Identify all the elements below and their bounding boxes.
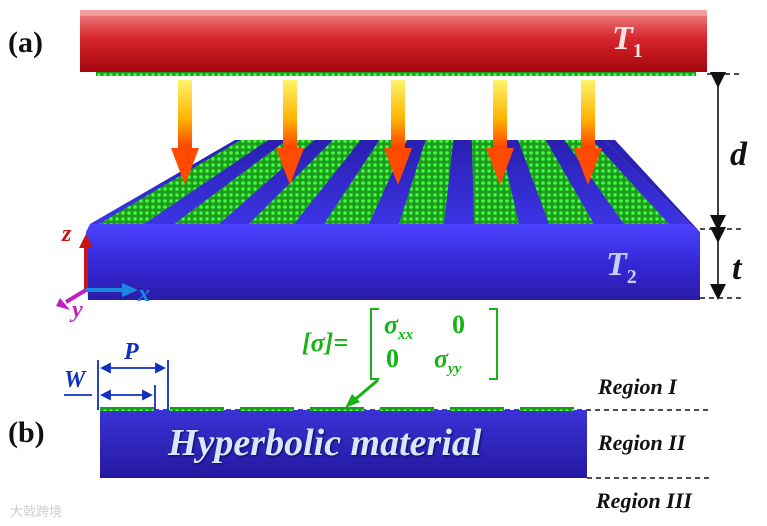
t2-subscript: 2: [626, 265, 637, 288]
hot-plate-grating: [96, 72, 696, 76]
cross-section-grating: [100, 407, 574, 411]
grating-stripe: [174, 140, 315, 224]
heat-flux-arrow: [276, 80, 304, 185]
region-2-label: Region II: [598, 430, 686, 455]
grating-stripe: [399, 140, 454, 224]
sigma-xx-subscript: xx: [398, 327, 414, 344]
period-width-marks: [64, 360, 169, 410]
t2-symbol: T: [606, 246, 627, 283]
thickness-label: t: [732, 250, 742, 287]
temperature-t2-label: T2: [606, 248, 637, 287]
grating-stripe: [324, 140, 408, 224]
heat-flux-arrow: [171, 80, 199, 185]
grating-strip: [170, 407, 224, 411]
heat-flux-arrow: [486, 80, 514, 185]
axis-y-label: y: [72, 297, 83, 323]
matrix-sigma-yy: σyy: [434, 346, 461, 377]
sigma-xx-symbol: σ: [384, 310, 399, 339]
grating-strip: [310, 407, 364, 411]
dimension-lines: [700, 72, 742, 300]
conductivity-matrix: σxx 0 0 σyy: [370, 308, 498, 380]
temperature-t1-label: T1: [612, 22, 643, 61]
grating-stripe: [518, 140, 594, 224]
panel-label-a: (a): [8, 26, 43, 59]
cross-section: [100, 407, 710, 479]
width-label: W: [64, 367, 86, 393]
hot-plate: [80, 10, 707, 76]
conductivity-lhs: [σ]=: [302, 328, 349, 357]
heat-flux-arrow: [384, 80, 412, 185]
heat-flux-arrow: [574, 80, 602, 185]
grating-stripe: [99, 140, 269, 224]
grating-stripe: [471, 140, 519, 224]
grating-strip: [240, 407, 294, 411]
slab-grating-stripes: [99, 140, 669, 224]
grating-strip: [520, 407, 574, 411]
gap-label: d: [730, 136, 747, 173]
sigma-yy-symbol: σ: [434, 344, 449, 373]
panel-label-b: (b): [8, 416, 45, 449]
axis-x-label: x: [138, 281, 150, 307]
heat-flux-arrows: [171, 80, 602, 185]
region-1-label: Region I: [598, 374, 677, 399]
sigma-yy-subscript: yy: [448, 361, 462, 378]
t1-subscript: 1: [632, 39, 643, 62]
matrix-sigma-xx: σxx: [384, 312, 413, 343]
material-label: Hyperbolic material: [168, 422, 482, 464]
period-label: P: [124, 339, 139, 365]
coordinate-axes: [56, 234, 138, 310]
watermark: 大戟跨境: [10, 505, 63, 520]
matrix-zero-top-right: 0: [452, 310, 465, 339]
grating-strip: [100, 407, 154, 411]
region-3-label: Region III: [596, 488, 692, 513]
grating-strip: [450, 407, 504, 411]
axis-z-label: z: [62, 221, 72, 247]
grating-stripe: [249, 140, 361, 224]
matrix-zero-bottom-left: 0: [386, 344, 399, 373]
t1-symbol: T: [612, 20, 633, 57]
grating-strip: [380, 407, 434, 411]
matrix-pointer: [345, 378, 379, 408]
cold-slab: [86, 140, 700, 300]
